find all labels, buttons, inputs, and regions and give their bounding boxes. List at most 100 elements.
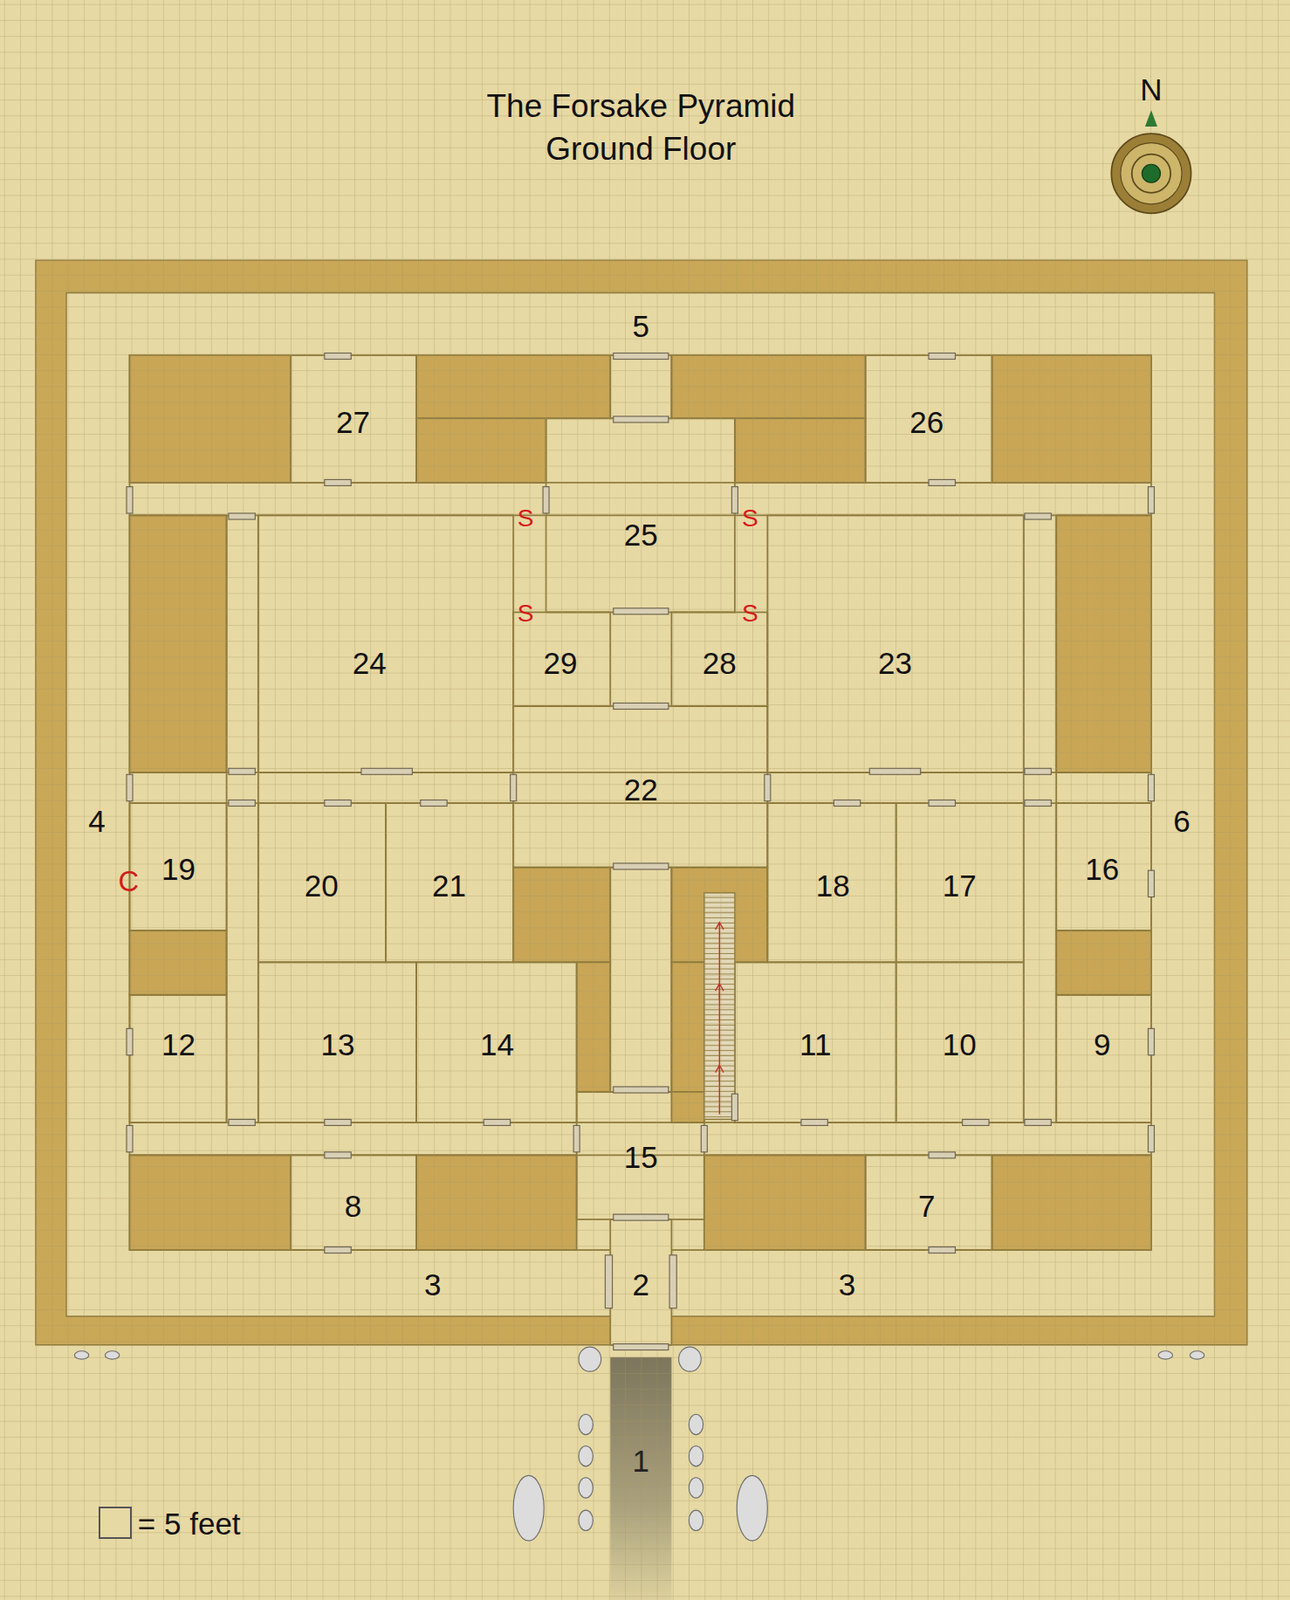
- callout-number: 16: [1084, 854, 1119, 886]
- door: [420, 800, 447, 807]
- door: [613, 1086, 669, 1093]
- doors: [126, 352, 1154, 1350]
- urn: [104, 1351, 119, 1359]
- door: [669, 1255, 677, 1309]
- callout-number: 3: [838, 1269, 857, 1301]
- large-statue: [736, 1475, 768, 1541]
- urn: [74, 1351, 89, 1359]
- door: [613, 416, 669, 423]
- callout-number: 11: [799, 1029, 831, 1061]
- callout-number: 26: [909, 407, 944, 439]
- callout-number: 20: [304, 870, 339, 901]
- door: [510, 774, 517, 801]
- map-symbol: S: [517, 601, 535, 626]
- callout-number: 12: [161, 1029, 196, 1061]
- sphinx: [578, 1413, 593, 1435]
- compass-letter: N: [1139, 74, 1162, 105]
- callout-number: 9: [1093, 1029, 1112, 1061]
- door: [700, 1125, 707, 1152]
- scale-label: = 5 feet: [137, 1508, 241, 1539]
- callout-number: 25: [624, 519, 659, 550]
- door: [731, 1093, 738, 1120]
- door: [228, 1118, 255, 1126]
- door: [126, 1028, 133, 1055]
- door: [1147, 1125, 1154, 1152]
- sphinx: [688, 1509, 703, 1531]
- map-symbol: S: [741, 601, 759, 626]
- statue: [679, 1346, 702, 1372]
- sphinx: [688, 1413, 703, 1435]
- door: [324, 352, 351, 359]
- sphinx: [578, 1477, 593, 1498]
- door: [324, 800, 351, 807]
- large-statue: [513, 1475, 544, 1541]
- map-title: The Forsake Pyramid Ground Floor: [457, 85, 824, 172]
- callout-number: 22: [624, 774, 659, 805]
- door: [613, 1214, 669, 1221]
- door: [228, 768, 255, 775]
- callout-number: 14: [480, 1029, 515, 1061]
- callout-number: 10: [942, 1029, 977, 1061]
- door: [962, 1118, 989, 1126]
- callout-number: 5: [632, 311, 651, 343]
- callout-number: 4: [88, 806, 106, 838]
- compass-ring: [1120, 143, 1182, 205]
- sphinx: [688, 1477, 703, 1498]
- callout-number: 27: [336, 407, 371, 439]
- door: [801, 1118, 828, 1126]
- compass-rose: [1111, 109, 1191, 213]
- door: [1024, 513, 1051, 520]
- callout-number: 19: [161, 854, 196, 886]
- door: [228, 800, 255, 807]
- map-symbol: S: [741, 506, 759, 531]
- door: [731, 487, 738, 514]
- statues: [74, 1346, 1204, 1541]
- compass-gem: [1141, 164, 1160, 183]
- door: [613, 608, 669, 615]
- compass-ring: [1132, 154, 1171, 193]
- door: [542, 487, 549, 514]
- door: [1147, 870, 1154, 897]
- grid-square-swatch: [98, 1506, 131, 1539]
- sphinx: [578, 1445, 593, 1466]
- callout-number: 8: [344, 1191, 363, 1222]
- callout-number: 1: [632, 1446, 651, 1477]
- door: [126, 1125, 133, 1152]
- door: [1147, 1028, 1154, 1055]
- door: [483, 1118, 510, 1126]
- door: [1024, 768, 1051, 775]
- callout-number: 28: [702, 648, 737, 680]
- callout-number: 15: [624, 1141, 659, 1173]
- door: [1147, 774, 1154, 801]
- door: [126, 487, 133, 514]
- door: [928, 800, 955, 807]
- map-symbol: C: [118, 867, 140, 897]
- callout-number: 29: [542, 648, 577, 680]
- urn: [1189, 1351, 1204, 1359]
- sphinx: [688, 1445, 703, 1466]
- door: [324, 479, 351, 486]
- callout-number: 18: [816, 870, 851, 901]
- callout-number: 24: [352, 648, 387, 680]
- statue: [578, 1346, 602, 1372]
- door: [613, 702, 669, 709]
- door: [324, 1247, 351, 1254]
- door: [613, 1344, 669, 1351]
- door: [613, 863, 669, 870]
- map-symbol: S: [517, 506, 535, 531]
- door: [764, 774, 771, 801]
- door: [604, 1255, 612, 1309]
- door: [928, 1247, 955, 1254]
- door: [126, 774, 133, 801]
- door: [1147, 487, 1154, 514]
- door: [1024, 1118, 1051, 1126]
- door: [573, 1125, 580, 1152]
- door: [928, 479, 955, 486]
- callout-number: 2: [632, 1269, 651, 1301]
- sphinx: [578, 1509, 593, 1531]
- door: [324, 1152, 351, 1159]
- door: [869, 768, 920, 775]
